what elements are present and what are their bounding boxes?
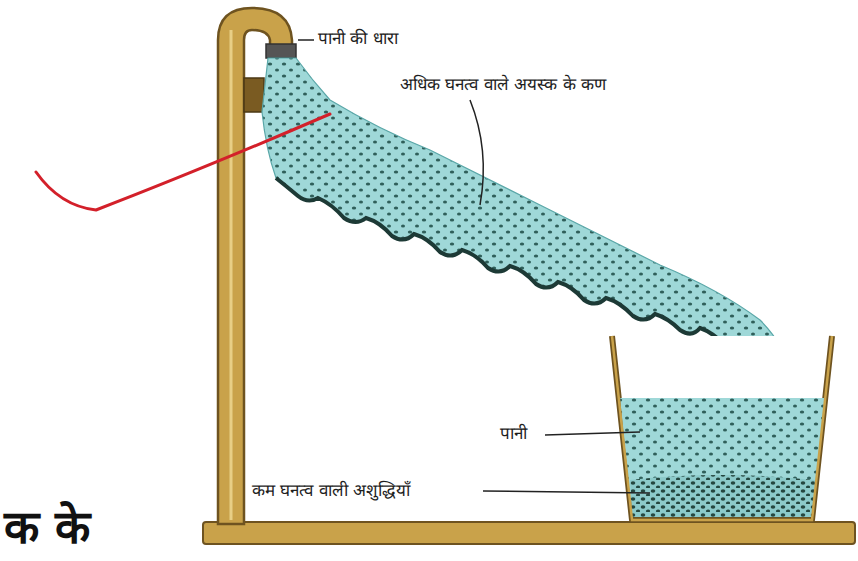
leader-line [545,432,640,435]
leader-line [470,100,483,205]
pipe-shine [230,30,233,520]
leader-line [483,491,650,493]
part-label: अधिक घनत्व वाले अयस्क के कण [400,74,606,94]
sediment [630,475,815,517]
water-stream [262,58,795,382]
leader-line [298,39,314,41]
base-plate [203,522,855,544]
part-label: पानी [500,423,527,443]
part-label: कम घनत्व वाली अशुद्धियाँ [252,480,410,500]
tick-mark [36,114,330,210]
ramp-bracket [244,78,264,112]
part-label: पानी की धारा [318,28,398,48]
nozzle [266,44,296,58]
page-text-fragment: क के [4,500,90,555]
